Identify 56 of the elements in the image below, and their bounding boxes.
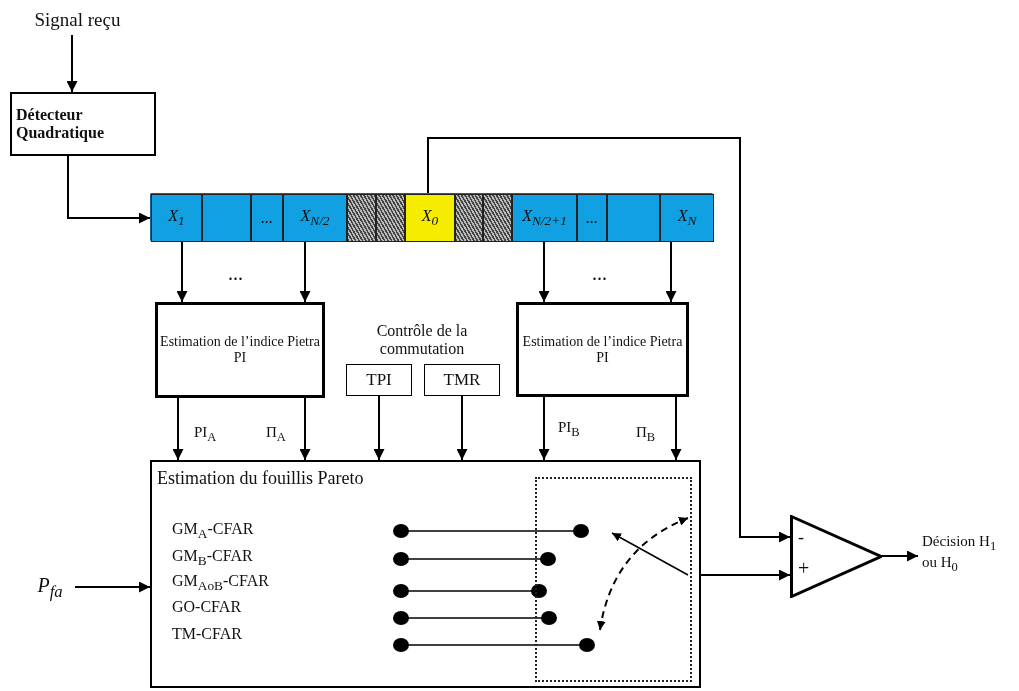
arrow — [373, 395, 385, 461]
process-box: Estimation de l’indice Pietra PI — [516, 302, 689, 397]
process-box: TPI — [346, 364, 412, 396]
arrow — [299, 240, 311, 303]
input-label: P$_{fa}$ — [25, 572, 75, 604]
method-name: GM$_{A}$-CFAR — [172, 520, 254, 543]
hatched-cell — [455, 194, 483, 242]
register-cell: X$_{1}$ — [151, 194, 202, 242]
panel-title: Estimation du fouillis Pareto — [157, 468, 364, 489]
edge-label: PI$_{B}$ — [558, 420, 580, 439]
arrow — [172, 397, 184, 461]
output-label: Décision H$_{1}$ ou H$_{0}$ — [918, 530, 1000, 578]
method-name: TM-CFAR — [172, 625, 242, 643]
arrow — [74, 581, 151, 593]
input-label: Signal reçu — [15, 5, 140, 35]
switch-frame — [535, 477, 692, 682]
method-name: GO-CFAR — [172, 598, 242, 616]
edge-label: PI$_{A}$ — [194, 425, 217, 444]
comparator-symbol — [790, 515, 882, 598]
plus-sign: + — [798, 557, 810, 580]
register-cell: X$_{N}$ — [660, 194, 714, 242]
estimator-panel — [150, 460, 701, 688]
register-cell — [202, 194, 251, 242]
hatched-cell — [483, 194, 512, 242]
arrow — [67, 155, 151, 224]
arrow — [176, 240, 188, 303]
arrow — [700, 569, 791, 581]
hatched-cell — [347, 194, 376, 242]
test-cell: X$_{0}$ — [405, 194, 455, 242]
process-box: TMR — [424, 364, 500, 396]
register-cell: ... — [251, 194, 283, 242]
process-box: Détecteur Quadratique — [10, 92, 156, 156]
register-cell: X$_{N/2+1}$ — [512, 194, 577, 242]
arrow — [456, 395, 468, 461]
arrow — [665, 240, 677, 303]
edge-label: Π$_{A}$ — [266, 425, 286, 444]
minus-sign: - — [798, 527, 804, 548]
hatched-cell — [376, 194, 405, 242]
method-name: GM$_{B}$-CFAR — [172, 547, 253, 570]
heading-text: Contrôle de la commutation — [375, 322, 469, 359]
arrow — [881, 550, 919, 562]
edge-label: Π$_{B}$ — [636, 425, 656, 444]
arrow — [427, 137, 791, 543]
arrow — [538, 396, 550, 461]
shift-register — [150, 193, 713, 241]
register-cell — [607, 194, 660, 242]
method-name: GM$_{AoB}$-CFAR — [172, 572, 269, 595]
register-cell: ... — [577, 194, 607, 242]
arrow — [299, 397, 311, 461]
ellipsis-text: ... — [228, 262, 243, 285]
process-box: Estimation de l’indice Pietra PI — [155, 302, 325, 398]
arrow — [670, 396, 682, 461]
arrow — [538, 240, 550, 303]
ellipsis-text: ... — [592, 262, 607, 285]
register-cell: X$_{N/2}$ — [283, 194, 347, 242]
arrow — [66, 34, 78, 93]
